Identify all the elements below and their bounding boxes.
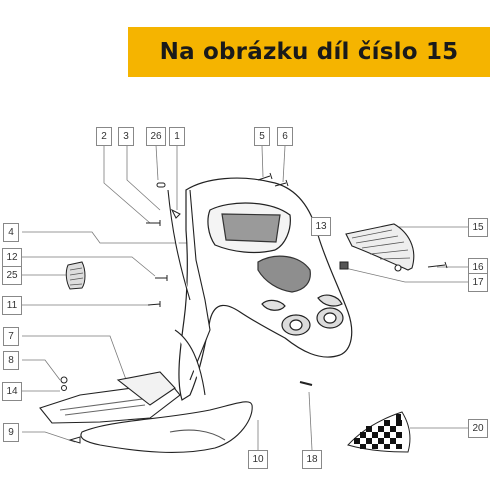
callout-7: 7: [3, 327, 19, 346]
callout-8: 8: [3, 351, 19, 370]
hardware-parts: [60, 172, 448, 444]
callout-13: 13: [311, 217, 331, 236]
grille-part-15: [345, 223, 415, 272]
callout-17: 17: [468, 273, 488, 292]
callout-3: 3: [118, 127, 134, 146]
callout-12: 12: [2, 248, 22, 267]
front-shield-part: [178, 177, 353, 401]
banner-text: Na obrázku díl číslo 15: [159, 39, 459, 65]
callout-9: 9: [3, 423, 19, 442]
leader-line-6: [282, 145, 286, 183]
callout-18: 18: [302, 450, 322, 469]
callout-15: 15: [468, 218, 488, 237]
callout-6: 6: [277, 127, 293, 146]
leader-line-4: [22, 231, 195, 244]
legshield-part: [167, 189, 211, 396]
floor-mat-part: [39, 371, 181, 424]
callout-5: 5: [254, 127, 270, 146]
part-number-banner: Na obrázku díl číslo 15: [128, 27, 490, 77]
leader-line-3: [126, 145, 161, 211]
leader-line-12: [22, 256, 156, 277]
callout-14: 14: [2, 382, 22, 401]
small-grille-part-25: [65, 261, 86, 290]
callout-20: 20: [468, 419, 488, 438]
callout-2: 2: [96, 127, 112, 146]
leader-line-9: [22, 431, 76, 443]
leader-line-2: [103, 145, 151, 224]
callout-26: 26: [146, 127, 166, 146]
leader-line-8: [22, 359, 61, 381]
checkered-decal-part-20: [347, 411, 411, 453]
callout-4: 4: [3, 223, 19, 242]
leader-line-18: [308, 391, 313, 451]
leader-line-7: [22, 335, 129, 386]
leader-line-5: [261, 145, 264, 178]
callout-10: 10: [248, 450, 268, 469]
leader-line-26: [155, 144, 159, 181]
leader-line-17: [344, 267, 470, 283]
callout-11: 11: [2, 296, 22, 315]
lower-fairing-part: [80, 401, 253, 453]
callout-1: 1: [169, 127, 185, 146]
callout-25: 25: [2, 266, 22, 285]
